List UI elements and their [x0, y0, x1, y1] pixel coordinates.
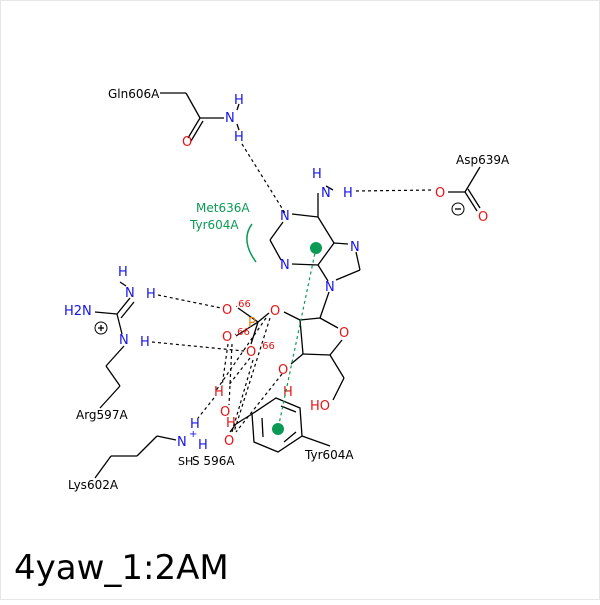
ribose-hydroxyl: HO — [310, 399, 330, 414]
phosphate-oxygen-2: O — [222, 330, 232, 345]
hydrogen-bonds — [151, 143, 434, 433]
hbond-phosphate-tyr-2 — [233, 317, 271, 433]
gln606-label: Gln606A — [108, 87, 160, 101]
adenine-amine-hydrogen-1: H — [312, 167, 322, 182]
tyr604-hydroxyl-oxygen: O — [224, 434, 234, 449]
lys602-hydrogen-2: H — [198, 438, 208, 453]
asp639-oxygen-2: O — [478, 210, 488, 225]
hbond-ribose-tyr — [235, 373, 283, 433]
phosphate-charge-2: .66 — [234, 327, 250, 338]
gln606-hydrogen-2: H — [234, 130, 244, 145]
phosphate-charge-3: .66 — [259, 341, 275, 352]
ser596-sh: SH — [178, 455, 193, 468]
gln606-residue: Gln606A O N H H — [108, 87, 244, 150]
ribose: O HO O H — [278, 311, 349, 414]
adenine: N H H N N N N — [269, 167, 361, 319]
phosphate-oxygen-3: O — [246, 345, 256, 360]
ser596-oxygen: O — [220, 405, 230, 420]
plus-charge-circle — [94, 321, 108, 335]
gln606-nitrogen: N — [225, 111, 235, 126]
pi-stacking-line — [277, 247, 317, 430]
lys602-hydrogen-1: H — [190, 417, 200, 432]
adenine-n3: N — [280, 258, 290, 273]
lys602-nitrogen: N — [177, 435, 187, 450]
ribose-ring-oxygen: O — [339, 326, 349, 341]
phosphorus-atom: P — [248, 316, 256, 331]
hydrophobic-contact: Met636A Tyr604A — [189, 201, 257, 263]
hydrophobic-arc — [246, 223, 257, 263]
arg597-residue: H N H H2N N H Arg597A — [64, 265, 156, 422]
arg597-label: Arg597A — [76, 408, 128, 422]
hbond-gln606-adenine — [241, 143, 286, 214]
tyr604-top-label: Tyr604A — [189, 218, 239, 232]
hbond-phosphate-ser-1 — [221, 343, 229, 387]
lys602-residue: N + H H Lys602A — [68, 417, 208, 492]
asp639-label: Asp639A — [456, 153, 510, 167]
arg597-nitrogen-2: N — [119, 333, 129, 348]
asp639-oxygen-1: O — [435, 186, 445, 201]
asp639-residue: Asp639A O O — [435, 153, 510, 225]
hbond-phosphate-ser-2 — [228, 343, 233, 406]
phosphate-bridge-oxygen: O — [270, 304, 280, 319]
phosphate-oxygen-1: O — [222, 303, 232, 318]
arg597-amine: H2N — [64, 304, 92, 319]
met636-label: Met636A — [196, 201, 250, 215]
adenine-n9: N — [325, 280, 335, 295]
gln606-hydrogen-1: H — [234, 93, 244, 108]
tyr604-residue: O H Tyr604A — [224, 397, 354, 462]
ser596-hydrogen: H — [214, 385, 224, 400]
adenine-amine-hydrogen-2: H — [343, 186, 353, 201]
hbond-phosphate-ser-4 — [214, 317, 267, 393]
arg597-nitrogen-1: N — [125, 286, 135, 301]
arg597-hydrogen-1: H — [146, 287, 156, 302]
ser596-label: S 596A — [192, 454, 235, 468]
minus-charge-circle — [451, 202, 465, 216]
adenine-amine-nitrogen: N — [321, 186, 331, 201]
tyr604-hydroxyl-hydrogen: H — [226, 416, 236, 431]
ribose-o2-oxygen: O — [278, 363, 288, 378]
ser596-residue: SH S 596A O H — [178, 385, 235, 468]
arg597-hydrogen-2: H — [140, 335, 150, 350]
hbond-ser-lys — [197, 397, 215, 419]
diagram-title: 4yaw_1:2AM — [14, 548, 229, 588]
pi-stack-centroid-tyrosine — [272, 423, 284, 435]
gln606-oxygen: O — [182, 135, 192, 150]
tyr604-bottom-label: Tyr604A — [304, 448, 354, 462]
hbond-adenine-asp639 — [355, 189, 434, 192]
adenine-n7: N — [350, 240, 360, 255]
lys602-label: Lys602A — [68, 478, 119, 492]
phosphate: P O O .66 O .66 O .66 — [222, 299, 280, 360]
arg597-hydrogen-top: H — [118, 265, 128, 280]
phosphate-charge-1: .66 — [235, 299, 251, 310]
adenine-n1: N — [280, 209, 290, 224]
hbond-arg597-n1 — [157, 294, 222, 309]
ribose-o2-hydrogen: H — [283, 385, 293, 400]
lys602-charge: + — [189, 429, 197, 440]
hbond-phosphate-tyr-1 — [231, 359, 254, 433]
